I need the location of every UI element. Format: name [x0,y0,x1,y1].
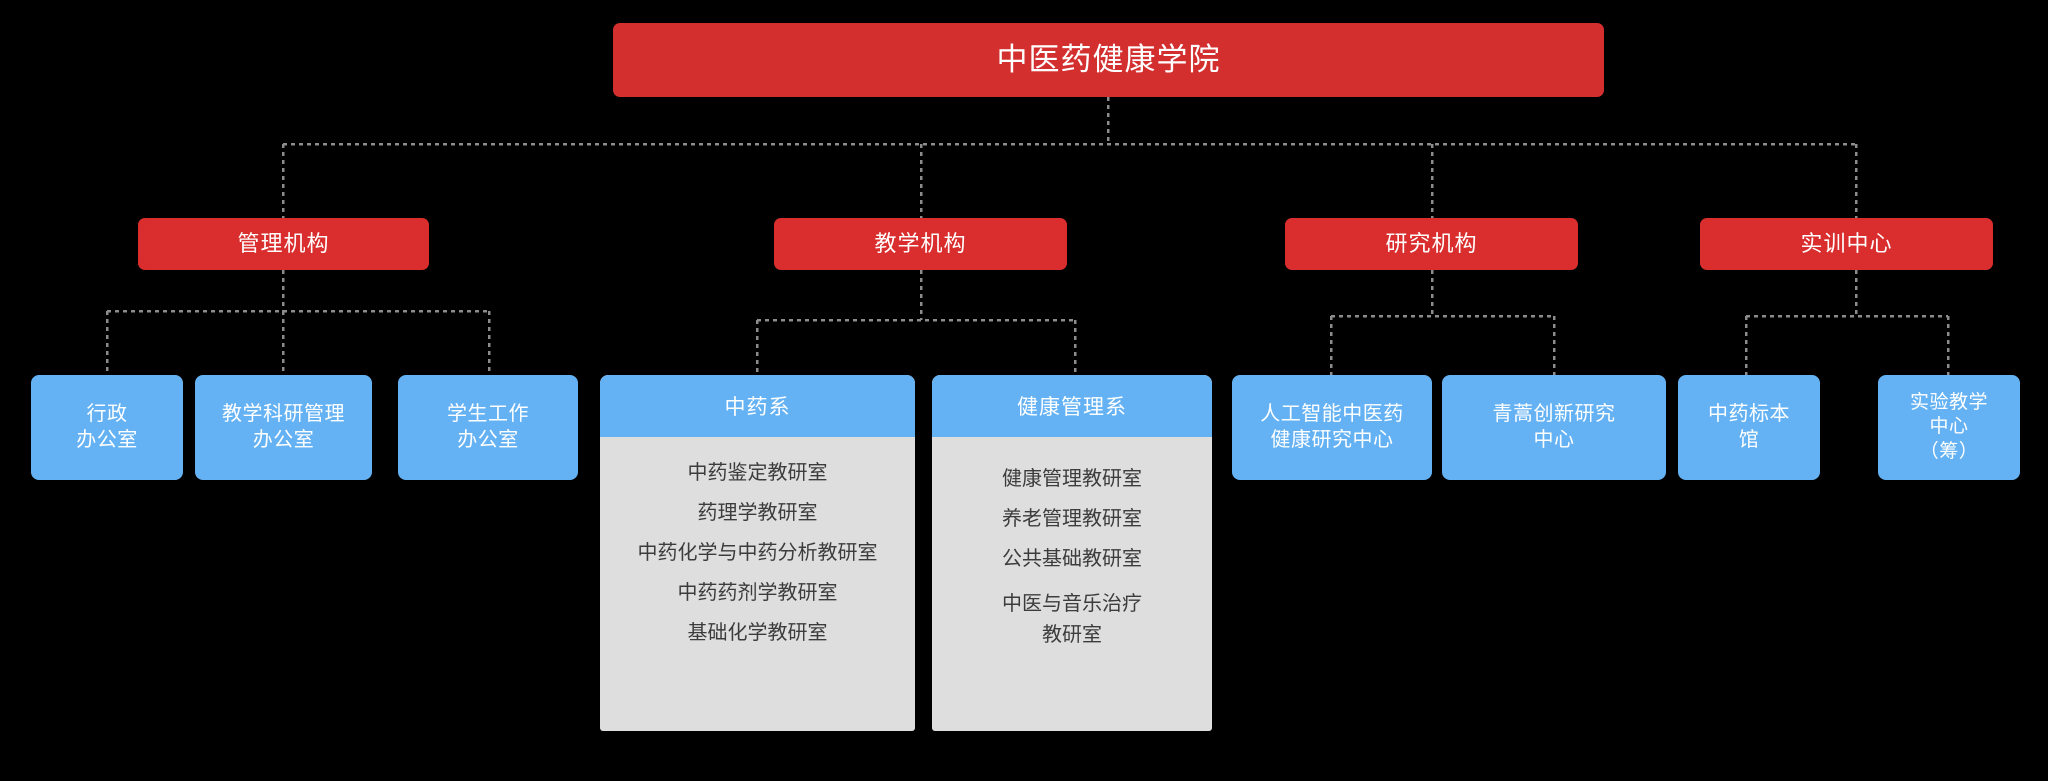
leaf-node-ai-tcm-health-research-center[interactable]: 人工智能中医药 健康研究中心 [1232,375,1432,480]
department-room[interactable]: 药理学教研室 [697,502,818,524]
department-room-list: 中药鉴定教研室 药理学教研室 中药化学与中药分析教研室 中药药剂学教研室 基础化… [600,437,915,731]
department-room[interactable]: 基础化学教研室 [687,622,828,644]
department-room[interactable]: 中药化学与中药分析教研室 [637,542,878,564]
department-card-tcm-pharmacy[interactable]: 中药系 中药鉴定教研室 药理学教研室 中药化学与中药分析教研室 中药药剂学教研室… [600,375,915,731]
category-node-research[interactable]: 研究机构 [1285,218,1578,270]
department-title: 健康管理系 [932,375,1212,437]
department-card-health-management[interactable]: 健康管理系 健康管理教研室 养老管理教研室 公共基础教研室 中医与音乐治疗 教研… [932,375,1212,731]
leaf-node-admin-office[interactable]: 行政 办公室 [31,375,183,480]
category-node-teaching[interactable]: 教学机构 [774,218,1067,270]
department-title: 中药系 [600,375,915,437]
leaf-node-experimental-teaching-center[interactable]: 实验教学 中心 （筹） [1878,375,2020,480]
department-room[interactable]: 中医与音乐治疗 教研室 [1002,593,1142,646]
leaf-node-academic-research-office[interactable]: 教学科研管理 办公室 [195,375,372,480]
category-node-admin[interactable]: 管理机构 [138,218,429,270]
category-node-training[interactable]: 实训中心 [1700,218,1993,270]
leaf-node-student-affairs-office[interactable]: 学生工作 办公室 [398,375,578,480]
root-node[interactable]: 中医药健康学院 [613,23,1604,97]
department-room[interactable]: 健康管理教研室 [1002,468,1142,490]
department-room[interactable]: 公共基础教研室 [1002,548,1142,570]
department-room-list: 健康管理教研室 养老管理教研室 公共基础教研室 中医与音乐治疗 教研室 [932,437,1212,731]
department-room[interactable]: 中药鉴定教研室 [687,462,828,484]
leaf-node-qinghao-innovation-research-center[interactable]: 青蒿创新研究 中心 [1442,375,1666,480]
department-room[interactable]: 中药药剂学教研室 [677,582,838,604]
leaf-node-tcm-specimen-museum[interactable]: 中药标本 馆 [1678,375,1820,480]
department-room[interactable]: 养老管理教研室 [1002,508,1142,530]
